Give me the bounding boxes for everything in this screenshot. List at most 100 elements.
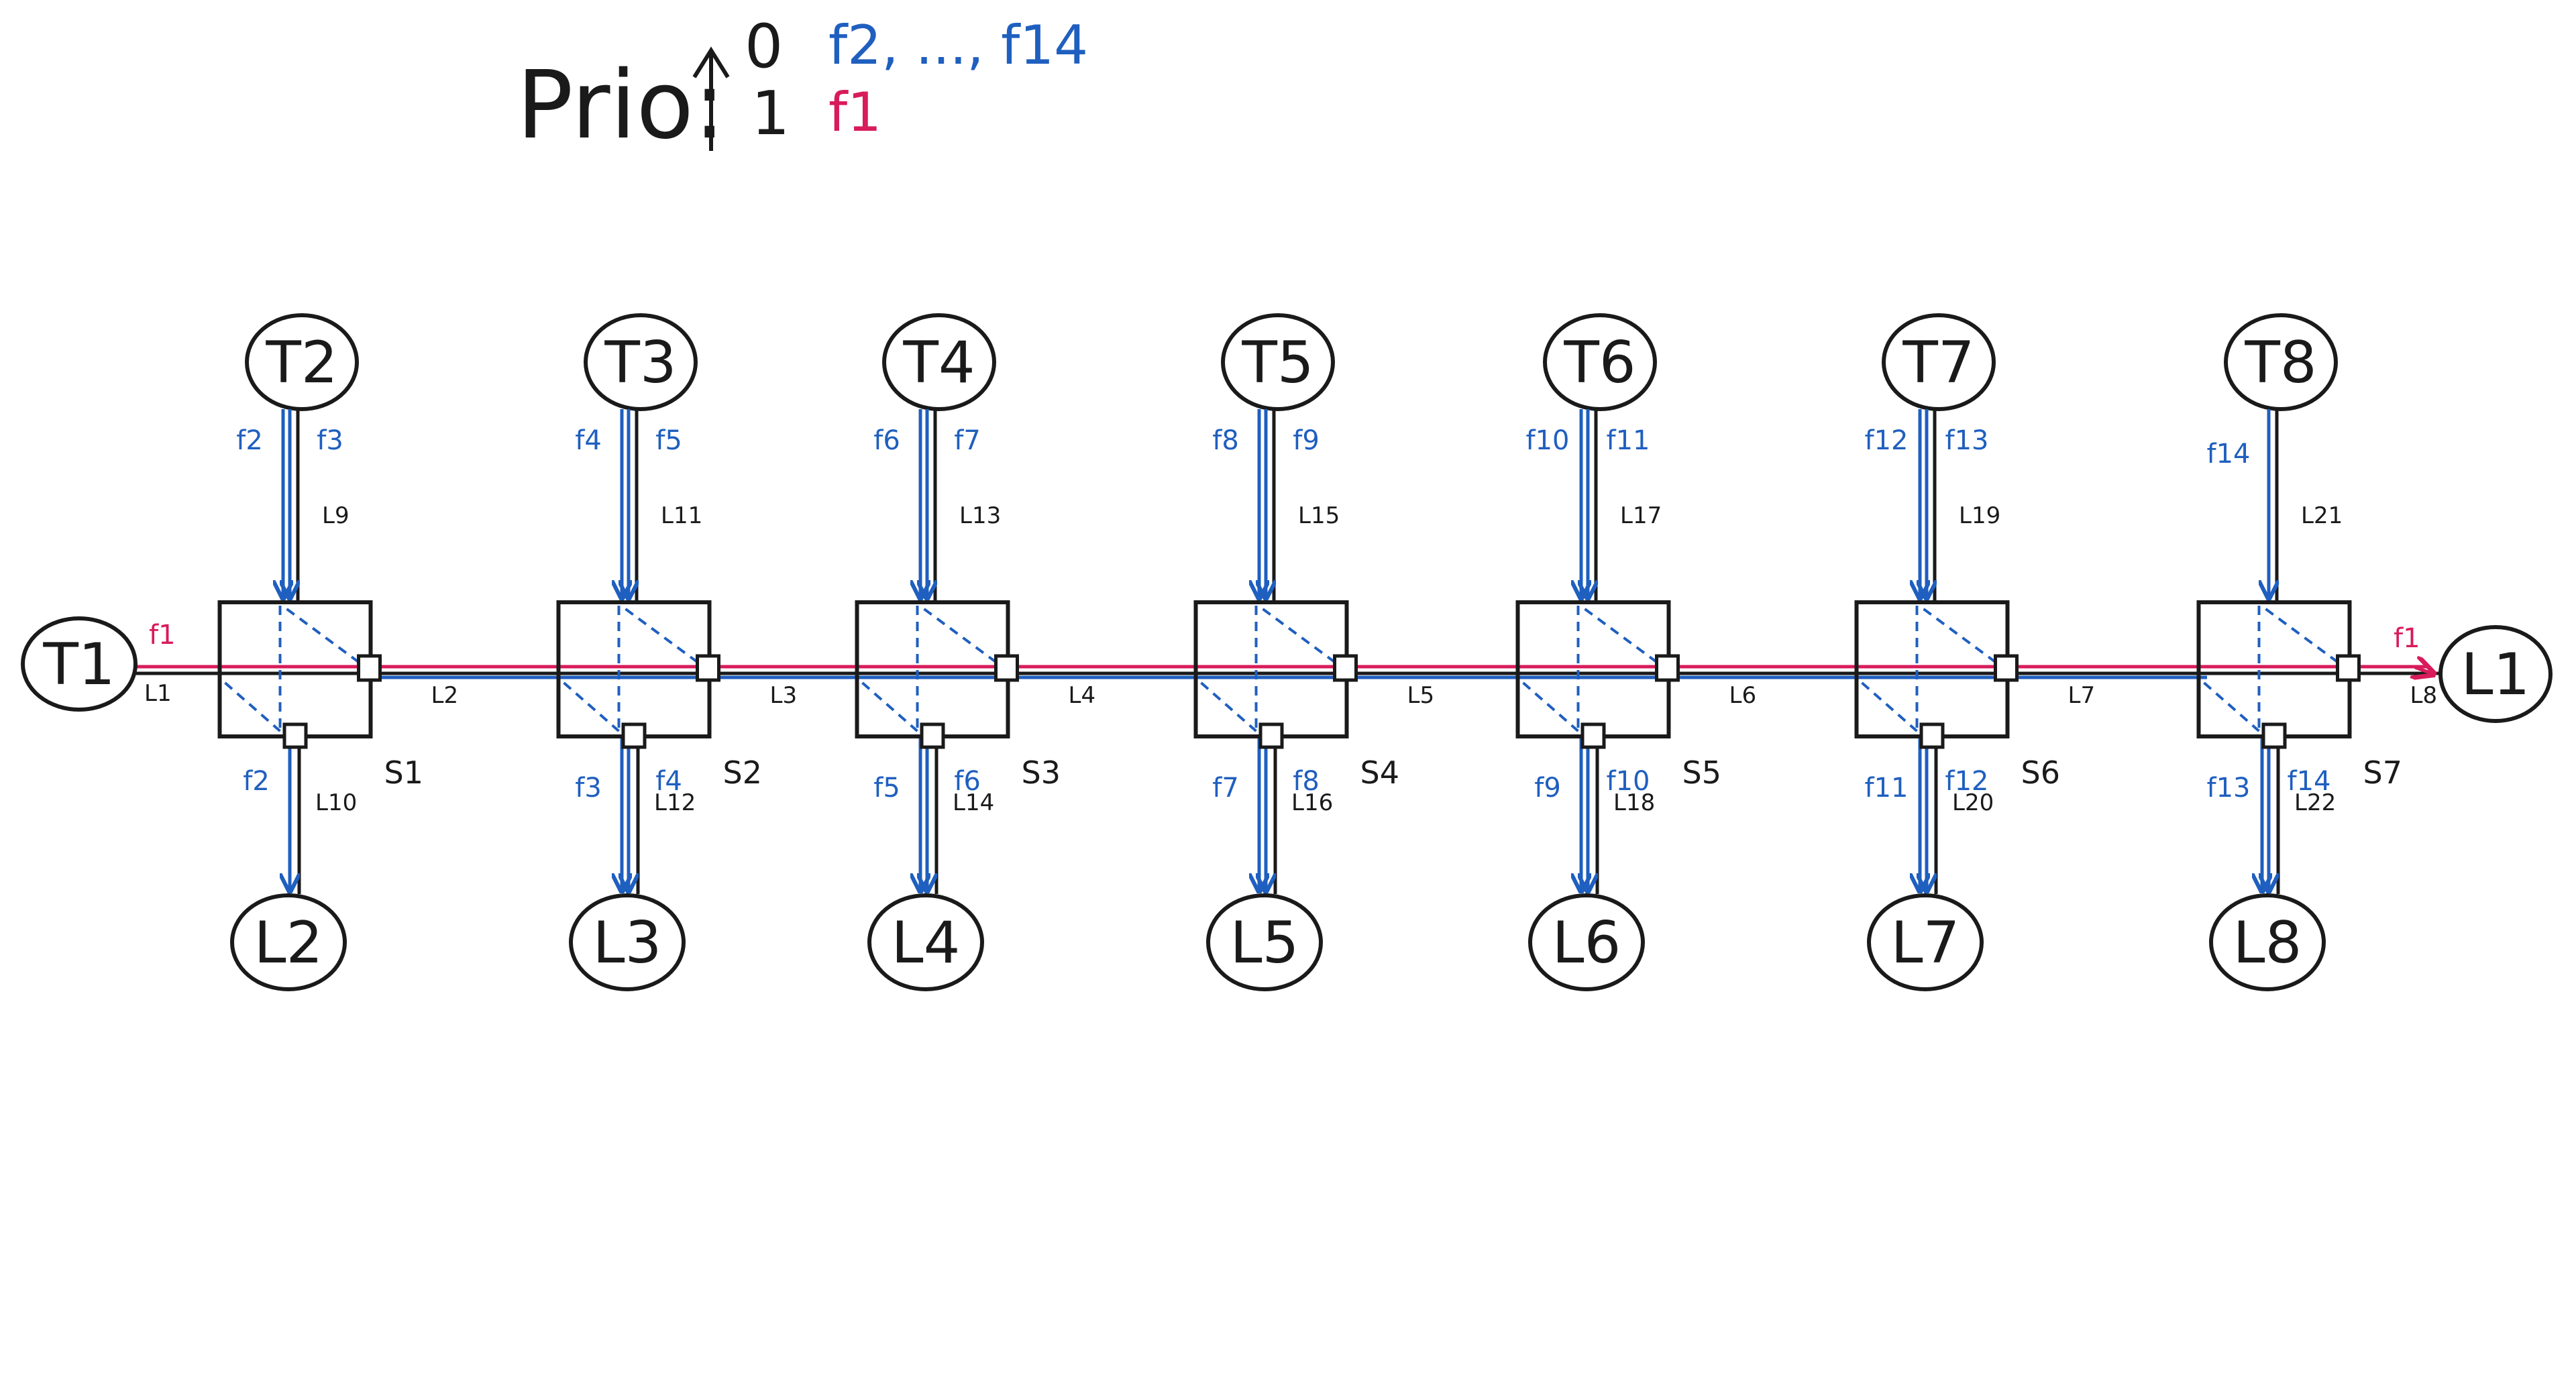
terminal-node-label: T7 [1902, 329, 1974, 396]
bottom-flow-label-a: f9 [1534, 773, 1561, 803]
internal-path-diagonal-top [1923, 608, 2002, 667]
top-flow-label-a: f6 [873, 425, 900, 456]
internal-path-diagonal-bottom [1200, 681, 1257, 732]
listener-node-l7 [1867, 893, 1984, 991]
sink-arrow [2415, 667, 2434, 674]
internal-path-diagonal-top [286, 608, 365, 667]
bottom-flow-label-b: f4 [655, 766, 682, 797]
port-down [1919, 722, 1945, 749]
listener-node-label: L7 [1891, 909, 1960, 977]
internal-path-diagonal-top [1584, 608, 1663, 667]
prio-label: Prio: [517, 51, 725, 160]
link-label-out: L3 [770, 682, 798, 709]
terminal-node-t8 [2224, 313, 2338, 411]
switch-box [2196, 600, 2352, 738]
listener-node-l8 [2209, 893, 2326, 991]
port-out [994, 654, 1019, 682]
switch-label: S5 [1682, 755, 1721, 791]
priority-level-0: 0 [745, 11, 783, 82]
link-label-out: L5 [1407, 682, 1435, 709]
top-flow-label: f14 [2207, 439, 2251, 469]
link-label-bottom: L22 [2294, 789, 2336, 816]
sink-node: L1 [2438, 625, 2553, 723]
switch-label: S6 [2021, 755, 2060, 791]
link-label-top: L21 [2301, 502, 2343, 529]
switch-label: S4 [1360, 755, 1399, 791]
terminal-node-label: T4 [902, 329, 975, 396]
main-link-chain: L1 [134, 667, 2442, 707]
internal-path-diagonal-top [923, 608, 1002, 667]
port-down [2261, 722, 2287, 749]
sink-flow-label: f1 [2394, 623, 2420, 654]
bottom-flow-label-b: f10 [1607, 766, 1650, 797]
terminal-node-label: T8 [2244, 329, 2316, 396]
link-label-top: L17 [1620, 502, 1662, 529]
listener-node-label: L2 [254, 909, 323, 977]
terminal-node-t6 [1543, 313, 1657, 411]
switch-box [1515, 600, 1671, 738]
priority-arrow-icon [692, 46, 730, 151]
switch-label: S1 [384, 755, 423, 791]
terminal-node-t7 [1882, 313, 1996, 411]
terminal-node-label: T3 [604, 329, 676, 396]
priority-flows-high: f1 [828, 81, 881, 144]
port-out [2336, 654, 2361, 682]
link-label-out: L6 [1729, 682, 1757, 709]
listener-node-l3 [569, 893, 686, 991]
bottom-flow-label-b: f6 [954, 766, 981, 797]
top-flow-label-b: f3 [317, 425, 343, 456]
top-flow-label-b: f11 [1607, 425, 1650, 456]
switch-box [1193, 600, 1349, 738]
link-label-l1: L1 [144, 680, 172, 707]
listener-node-l5 [1206, 893, 1323, 991]
link-label-top: L15 [1298, 502, 1340, 529]
terminal-node-label: T6 [1563, 329, 1635, 396]
top-flow-label-a: f4 [575, 425, 602, 456]
switch-box [217, 600, 373, 738]
port-out [1994, 654, 2019, 682]
source-node-label: T1 [42, 631, 115, 698]
terminal-node-t5 [1221, 313, 1335, 411]
port-out [357, 654, 382, 682]
sink-node-label: L1 [2461, 641, 2530, 708]
listener-node-l2 [230, 893, 347, 991]
source-node: T1 [21, 616, 138, 712]
internal-path-diagonal-top [1262, 608, 1341, 667]
link-label-out: L8 [2410, 682, 2438, 709]
bottom-flow-label-b: f14 [2288, 766, 2331, 797]
listener-node-label: L8 [2233, 909, 2302, 977]
link-label-bottom: L14 [953, 789, 994, 816]
bottom-flow-label-a: f5 [873, 773, 900, 803]
link-label-top: L9 [322, 502, 350, 529]
top-flow-label-a: f2 [236, 425, 263, 456]
link-label-bottom: L16 [1291, 789, 1333, 816]
bottom-flow-label-a: f11 [1865, 773, 1909, 803]
top-flow-label-a: f10 [1526, 425, 1570, 456]
link-label-bottom: L10 [315, 789, 357, 816]
priority-flows-low: f2, ..., f14 [828, 14, 1088, 76]
port-out [1333, 654, 1358, 682]
terminal-node-label: T2 [265, 329, 337, 396]
bottom-flow-label-b: f8 [1293, 766, 1320, 797]
port-out [696, 654, 720, 682]
link-label-out: L7 [2068, 682, 2096, 709]
priority-legend: Prio: 0 1 f2, ..., f14 f1 [517, 11, 1088, 160]
internal-path-diagonal-top [2265, 608, 2344, 667]
top-flow-label-b: f5 [655, 425, 682, 456]
priority-level-1: 1 [751, 78, 790, 149]
listener-node-label: L6 [1552, 909, 1621, 977]
bottom-flow-label-b: f12 [1945, 766, 1989, 797]
internal-path-diagonal-bottom [224, 681, 281, 732]
switch-label: S7 [2363, 755, 2402, 791]
port-down [621, 722, 647, 749]
switch-label: S3 [1022, 755, 1061, 791]
link-label-top: L11 [661, 502, 702, 529]
bottom-flow-label: f2 [243, 766, 270, 797]
port-down [920, 722, 945, 749]
